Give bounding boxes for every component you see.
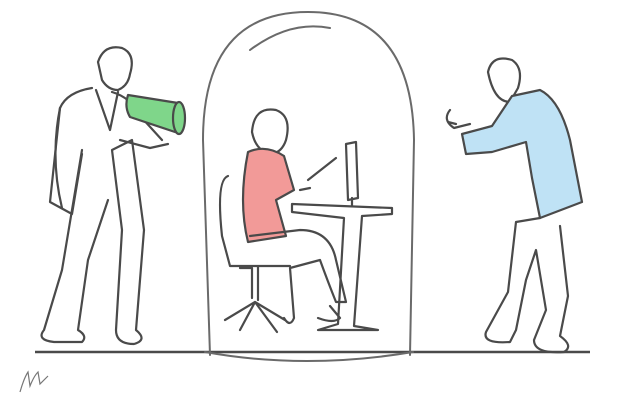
pink-shirt <box>241 147 296 244</box>
blue-shirt <box>460 88 584 220</box>
person-at-desk <box>241 108 348 325</box>
man-pushing-jar <box>445 57 584 354</box>
bell-jar <box>201 10 416 356</box>
desk <box>290 202 394 332</box>
artist-signature <box>19 370 49 393</box>
man-with-megaphone <box>40 46 187 346</box>
chair <box>218 174 292 334</box>
monitor <box>344 140 360 208</box>
